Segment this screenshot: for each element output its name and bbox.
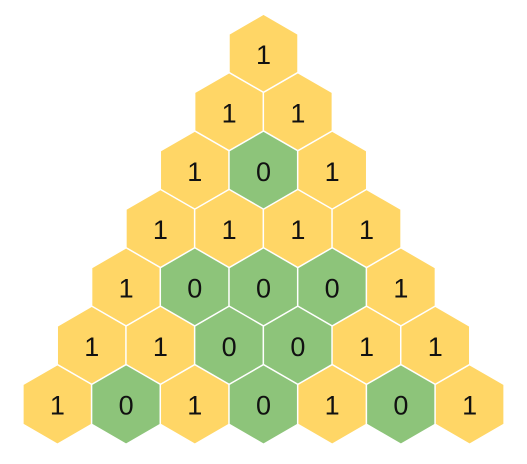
hex-cell-r4-c1: 1 — [125, 188, 196, 270]
hex-value-label: 1 — [153, 215, 168, 245]
hex-value-label: 1 — [84, 332, 99, 362]
hex-value-label: 1 — [290, 215, 305, 245]
hex-cell-r7-c1: 1 — [22, 363, 93, 446]
hex-value-label: 0 — [187, 274, 202, 304]
hex-cell-r3-c2: 0 — [228, 130, 299, 212]
hex-value-label: 1 — [428, 332, 443, 362]
hex-value-label: 0 — [290, 332, 305, 362]
hex-value-label: 0 — [222, 332, 237, 362]
hex-value-label: 1 — [119, 274, 134, 304]
hex-value-label: 0 — [256, 157, 271, 187]
hex-value-label: 1 — [462, 390, 477, 420]
hex-value-label: 1 — [222, 98, 237, 128]
hex-cell-r3-c3: 1 — [296, 130, 368, 212]
hex-value-label: 1 — [393, 274, 408, 304]
hex-value-label: 1 — [359, 332, 374, 362]
hex-cell-r6-c3: 0 — [193, 305, 265, 387]
hex-value-label: 0 — [119, 390, 134, 420]
hex-cell-r7-c5: 1 — [296, 363, 368, 446]
hex-value-label: 1 — [290, 98, 305, 128]
hex-value-label: 1 — [187, 157, 202, 187]
hex-cell-r2-c2: 1 — [262, 71, 334, 154]
hex-value-label: 1 — [325, 390, 340, 420]
hex-cell-r5-c4: 0 — [296, 246, 368, 329]
hex-value-label: 1 — [256, 40, 271, 70]
hex-value-label: 0 — [393, 390, 408, 420]
hex-cell-r7-c4: 0 — [228, 363, 299, 446]
hex-value-label: 0 — [256, 390, 271, 420]
hex-cell-r7-c7: 1 — [434, 363, 505, 446]
hex-cell-r5-c5: 1 — [365, 246, 437, 329]
hex-value-label: 1 — [50, 390, 65, 420]
hex-cell-r6-c4: 0 — [262, 305, 334, 387]
hexagon-shape — [434, 363, 505, 446]
hex-value-label: 1 — [222, 215, 237, 245]
hex-value-label: 0 — [325, 274, 340, 304]
hex-value-label: 0 — [256, 274, 271, 304]
hex-value-label: 1 — [325, 157, 340, 187]
hex-value-label: 1 — [153, 332, 168, 362]
hex-value-label: 1 — [359, 215, 374, 245]
hex-value-label: 1 — [187, 390, 202, 420]
hex-cell-r7-c2: 0 — [90, 363, 162, 446]
